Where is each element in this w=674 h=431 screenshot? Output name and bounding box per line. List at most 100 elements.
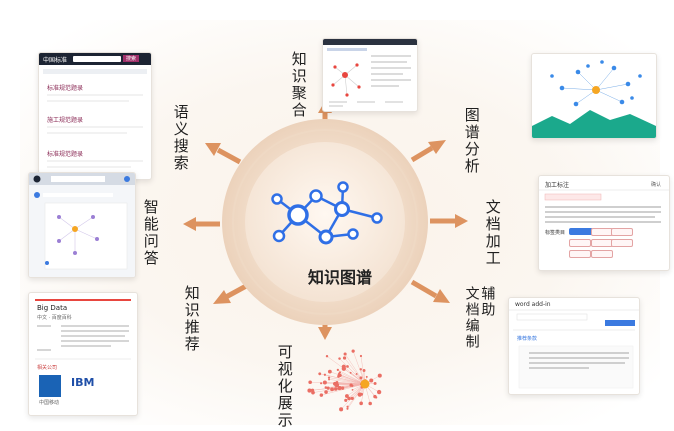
cluster-node: [346, 405, 349, 408]
cluster-node: [377, 373, 382, 378]
cluster-node: [320, 382, 323, 385]
cluster-node: [349, 371, 352, 374]
cluster-node: [342, 356, 347, 360]
cluster-edge: [326, 356, 366, 385]
doc-tag-1[interactable]: [591, 228, 613, 236]
cluster-node: [373, 381, 377, 385]
doc-tag-6[interactable]: [569, 250, 591, 258]
card-semantic-search: 中国标准 搜索 标准规范题录 施工规范题录 标准规范题录: [38, 52, 152, 180]
cluster-node: [323, 373, 327, 376]
cluster-node: [338, 357, 341, 360]
card-knowledge-recommendation: Big Data 中文 · 百度百科 相关公司 中国移动 IBM: [28, 292, 138, 416]
search-result-2[interactable]: 施工规范题录: [47, 117, 84, 124]
cluster-node: [325, 355, 329, 358]
card-visual-display: [305, 344, 391, 422]
bigdata-accent-line: [35, 299, 131, 301]
editor-section: 推荐条款: [517, 336, 538, 342]
editor-title: word add-in: [515, 301, 551, 308]
cluster-node: [307, 388, 312, 393]
doc-card-confirm[interactable]: 确认: [651, 182, 662, 188]
doc-card-title: 加工标注: [545, 182, 570, 189]
cluster-node: [368, 401, 372, 406]
cluster-node: [319, 393, 324, 397]
qa-card-graphic: [29, 173, 135, 277]
arrow-assisted-editing: [410, 279, 450, 303]
arrow-knowledge-recommendation: [213, 282, 250, 304]
card-assisted-editing: word add-in 推荐条款: [508, 297, 640, 395]
cluster-node: [347, 396, 351, 401]
cluster-node: [351, 388, 354, 391]
search-card-logo: 中国标准: [43, 57, 68, 64]
label-intelligent-qa: 智能问答: [141, 199, 160, 267]
cluster-node: [327, 369, 332, 374]
cluster-edge: [339, 372, 366, 385]
cluster-edge: [329, 379, 366, 385]
cluster-node: [344, 398, 348, 402]
cluster-node: [374, 396, 378, 399]
graph-analysis-chart: [532, 60, 656, 138]
doc-tag-4[interactable]: [591, 239, 613, 247]
company-logo-ibm[interactable]: IBM: [71, 376, 95, 389]
label-document-processing: 文档加工: [483, 199, 502, 267]
search-filter-bar: [43, 69, 147, 74]
card-graph-analysis: [531, 53, 657, 139]
doc-tag-5[interactable]: [611, 239, 633, 247]
label-graph-analysis: 图谱分析: [462, 107, 481, 175]
search-button[interactable]: 搜索: [123, 55, 140, 62]
cluster-edge: [319, 373, 366, 385]
search-card-lines: [47, 94, 143, 168]
bigdata-section: 相关公司: [37, 365, 58, 371]
company-name-1: 中国移动: [39, 400, 60, 406]
cluster-node: [351, 349, 355, 353]
doc-tag-7[interactable]: [591, 250, 613, 258]
company-logo-1[interactable]: [39, 375, 61, 397]
cluster-node: [330, 387, 334, 392]
cluster-edge: [338, 376, 366, 385]
cluster-edge: [337, 369, 366, 385]
cluster-node: [336, 368, 339, 372]
cluster-node: [346, 365, 349, 368]
cluster-node: [365, 375, 368, 378]
hub-mid-ring: [232, 129, 418, 315]
cluster-node: [362, 369, 366, 372]
cluster-edge: [309, 383, 366, 391]
cluster-node: [322, 380, 327, 385]
search-result-1[interactable]: 标准规范题录: [47, 85, 84, 92]
hub-title: 知识图谱: [307, 268, 372, 287]
cluster-node: [350, 396, 354, 400]
cluster-edge: [352, 351, 366, 385]
cluster-node: [324, 390, 328, 394]
cluster-node: [360, 392, 363, 396]
cluster-node: [333, 387, 338, 391]
cluster-node: [345, 394, 349, 398]
label-semantic-search: 语义搜索: [171, 104, 190, 172]
doc-card-body: [539, 189, 669, 223]
cluster-node: [359, 354, 363, 358]
doc-tag-2[interactable]: [611, 228, 633, 236]
cluster-node: [370, 379, 374, 382]
arrow-graph-analysis: [410, 140, 446, 163]
cluster-node: [359, 376, 363, 380]
doc-card-tag-label: 标签类目: [545, 230, 566, 236]
doc-tag-3[interactable]: [569, 239, 591, 247]
cluster-node: [339, 407, 344, 412]
search-input[interactable]: [73, 56, 121, 62]
cluster-node: [376, 389, 382, 395]
cluster-node: [326, 386, 330, 390]
cluster-node: [351, 384, 354, 387]
card-intelligent-qa: [28, 172, 136, 278]
cluster-node: [338, 371, 342, 374]
cluster-node: [308, 380, 312, 385]
bigdata-subtitle: 中文 · 百度百科: [37, 315, 72, 321]
cluster-edge: [339, 358, 366, 385]
doc-add-tag-button[interactable]: [569, 228, 593, 235]
aggregation-card-graphic: [323, 39, 417, 107]
editor-body: [509, 309, 639, 389]
cluster-edge: [328, 377, 366, 385]
cluster-node: [341, 364, 346, 369]
cluster-node: [334, 382, 340, 388]
cluster-edge: [343, 366, 366, 385]
search-result-3[interactable]: 标准规范题录: [47, 151, 84, 158]
